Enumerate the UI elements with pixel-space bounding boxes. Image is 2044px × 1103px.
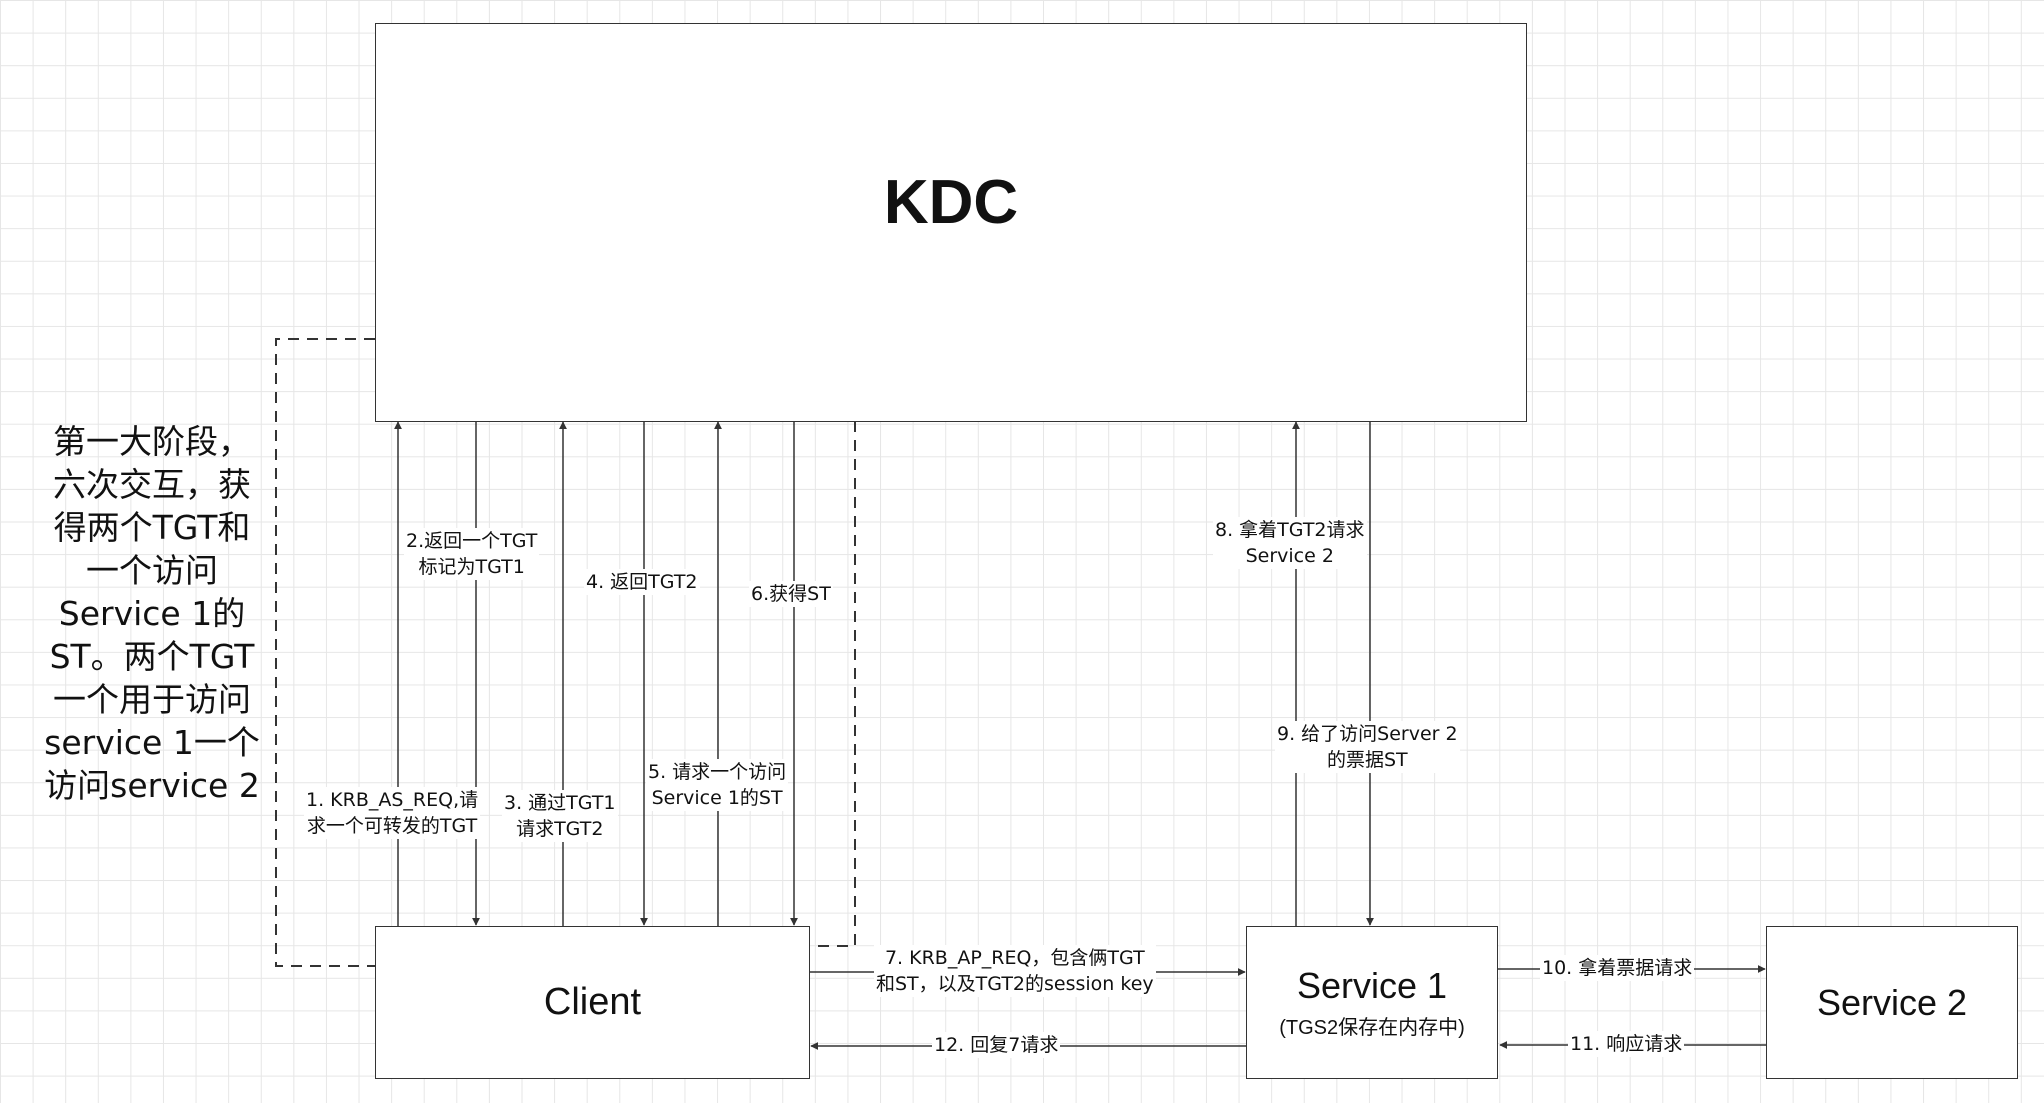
edge-label-11: 11. 响应请求 [1568, 1031, 1685, 1057]
edge-label-5: 5. 请求一个访问 Service 1的ST [646, 759, 789, 811]
service1-title: Service 1 [1296, 965, 1448, 1006]
phase-one-boundary [275, 338, 856, 967]
edge-label-6: 6.获得ST [749, 581, 833, 607]
edge-label-9: 9. 给了访问Server 2 的票据ST [1275, 721, 1460, 773]
kdc-box[interactable]: KDC [375, 23, 1527, 422]
edge-label-3: 3. 通过TGT1 请求TGT2 [502, 790, 618, 842]
kdc-title: KDC [883, 168, 1019, 237]
service2-box[interactable]: Service 2 [1766, 926, 2018, 1079]
edge-label-7: 7. KRB_AP_REQ，包含俩TGT 和ST，以及TGT2的session … [874, 945, 1156, 997]
service1-box[interactable]: Service 1 (TGS2保存在内存中) [1246, 926, 1498, 1079]
edge-label-12: 12. 回复7请求 [932, 1032, 1061, 1058]
edge-label-4: 4. 返回TGT2 [584, 569, 700, 595]
service1-note: (TGS2保存在内存中) [1279, 1017, 1465, 1039]
phase-one-note: 第一大阶段，六次交互，获得两个TGT和一个访问Service 1的ST。两个TG… [44, 422, 260, 805]
edge-label-8: 8. 拿着TGT2请求 Service 2 [1213, 517, 1367, 569]
client-title: Client [543, 981, 642, 1023]
edge-label-10: 10. 拿着票据请求 [1540, 955, 1695, 981]
edge-label-1: 1. KRB_AS_REQ,请 求一个可转发的TGT [304, 787, 481, 839]
service2-title: Service 2 [1816, 981, 1968, 1023]
client-box[interactable]: Client [375, 926, 810, 1079]
edge-label-2: 2.返回一个TGT 标记为TGT1 [404, 528, 540, 580]
